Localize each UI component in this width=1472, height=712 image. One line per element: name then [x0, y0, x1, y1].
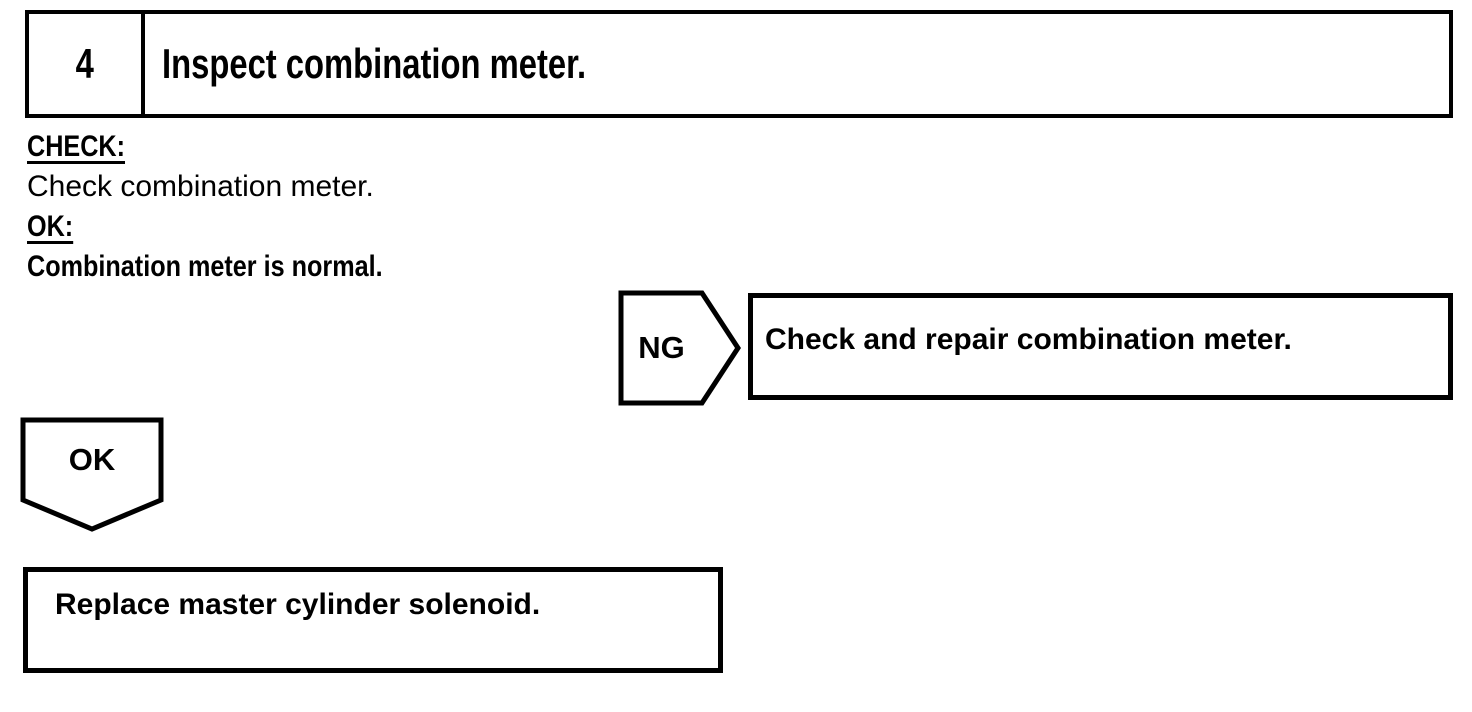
ok-criteria-line: Combination meter is normal. [27, 247, 450, 287]
ok-pentagon-shape [20, 417, 164, 532]
check-label: CHECK: [27, 130, 126, 163]
ok-action-text: Replace master cylinder solenoid. [55, 588, 541, 621]
check-instruction: Check combination meter. [27, 170, 374, 203]
step-title-cell: Inspect combination meter. [145, 14, 1449, 114]
ok-heading-line: OK: [27, 207, 450, 247]
ng-action-text: Check and repair combination meter. [765, 323, 1292, 356]
ok-criteria: Combination meter is normal. [27, 250, 383, 283]
ok-connector-label: OK [68, 442, 116, 477]
ng-connector-icon [618, 290, 741, 406]
procedure-text-block: CHECK: Check combination meter. OK: Comb… [27, 127, 450, 287]
ok-action-box: Replace master cylinder solenoid. [23, 567, 723, 673]
ng-pentagon-shape [618, 290, 741, 406]
step-title: Inspect combination meter. [162, 40, 587, 87]
step-number: 4 [75, 40, 95, 87]
step-header-box: 4 Inspect combination meter. [25, 10, 1453, 118]
step-number-cell: 4 [29, 14, 145, 114]
check-heading-line: CHECK: [27, 127, 450, 167]
ng-connector-label: NG [638, 330, 685, 365]
ok-connector-icon [20, 417, 164, 532]
ng-action-box: Check and repair combination meter. [748, 293, 1453, 400]
ok-label: OK: [27, 210, 74, 243]
